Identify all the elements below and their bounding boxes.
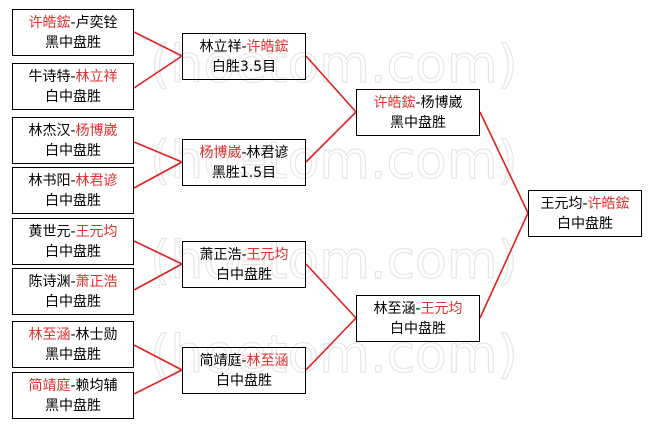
- watermark-text: (hoetom.com): [150, 131, 518, 191]
- player-left: 林至涵: [28, 326, 71, 343]
- match-players: 简靖庭-林至涵: [199, 352, 289, 369]
- player-left: 杨博崴: [199, 144, 242, 161]
- match-players: 许皓鋐-杨博崴: [373, 94, 463, 111]
- match-box: 王元均-许皓鋐 白中盘胜: [528, 190, 642, 237]
- match-result: 黑中盘胜: [45, 397, 101, 414]
- connector-line: [305, 263, 357, 319]
- watermark-text: (hoetom.com): [150, 35, 518, 95]
- match-result: 白中盘胜: [45, 192, 101, 209]
- player-right: 杨博崴: [75, 122, 118, 139]
- player-right: 许皓鋐: [246, 38, 289, 55]
- player-right: 林至涵: [246, 352, 289, 369]
- match-result: 黑胜1.5目: [211, 164, 277, 181]
- match-box: 简靖庭-赖均辅 黑中盘胜: [12, 372, 134, 419]
- match-result: 白中盘胜: [216, 266, 272, 283]
- match-box: 林至涵-林士勋 黑中盘胜: [12, 321, 134, 368]
- player-right: 林君谚: [246, 144, 289, 161]
- player-left: 王元均: [540, 195, 583, 212]
- match-box: 陈诗渊-萧正浩 白中盘胜: [12, 268, 134, 315]
- match-players: 林至涵-王元均: [373, 300, 463, 317]
- connector-line: [133, 263, 183, 291]
- watermark-text: (hoetom.com): [150, 325, 518, 385]
- match-box: 萧正浩-王元均 白中盘胜: [182, 241, 306, 288]
- player-left: 许皓鋐: [373, 94, 416, 111]
- connector-line: [133, 55, 183, 89]
- player-right: 王元均: [75, 223, 118, 240]
- match-box: 林至涵-王元均 白中盘胜: [356, 295, 480, 342]
- match-players: 林至涵-林士勋: [28, 326, 118, 343]
- connector-line: [479, 111, 529, 214]
- match-players: 林书阳-林君谚: [28, 172, 118, 189]
- connector-line: [305, 55, 357, 113]
- match-players: 许皓鋐-卢奕铨: [28, 14, 118, 31]
- player-right: 王元均: [420, 300, 463, 317]
- match-players: 牛诗特-林立祥: [28, 68, 118, 85]
- connector-line: [479, 212, 529, 319]
- connector-line: [305, 317, 357, 371]
- match-result: 白中盘胜: [216, 372, 272, 389]
- player-right: 萧正浩: [75, 273, 118, 290]
- player-left: 林至涵: [373, 300, 416, 317]
- match-players: 杨博崴-林君谚: [199, 144, 289, 161]
- watermark-text: (hoetom.com): [150, 231, 518, 291]
- player-left: 萧正浩: [199, 246, 242, 263]
- match-players: 王元均-许皓鋐: [540, 195, 630, 212]
- match-box: 黄世元-王元均 白中盘胜: [12, 218, 134, 265]
- match-result: 黑中盘胜: [45, 34, 101, 51]
- match-box: 许皓鋐-杨博崴 黑中盘胜: [356, 89, 480, 136]
- player-right: 王元均: [246, 246, 289, 263]
- player-right: 许皓鋐: [587, 195, 630, 212]
- match-result: 白中盘胜: [45, 88, 101, 105]
- match-players: 陈诗渊-萧正浩: [28, 273, 118, 290]
- match-players: 黄世元-王元均: [28, 223, 118, 240]
- match-result: 黑中盘胜: [390, 114, 446, 131]
- match-box: 林立祥-许皓鋐 白胜3.5目: [182, 33, 306, 80]
- match-box: 林书阳-林君谚 白中盘胜: [12, 167, 134, 214]
- connector-line: [133, 141, 183, 163]
- player-left: 许皓鋐: [28, 14, 71, 31]
- player-right: 杨博崴: [420, 94, 463, 111]
- player-left: 陈诗渊: [28, 273, 71, 290]
- match-box: 许皓鋐-卢奕铨 黑中盘胜: [12, 9, 134, 56]
- match-result: 白中盘胜: [45, 243, 101, 260]
- connector-line: [133, 344, 183, 371]
- match-result: 白中盘胜: [45, 293, 101, 310]
- connector-line: [133, 240, 183, 265]
- player-right: 林君谚: [75, 172, 118, 189]
- match-box: 杨博崴-林君谚 黑胜1.5目: [182, 139, 306, 186]
- player-right: 赖均辅: [75, 377, 118, 394]
- connector-line: [305, 111, 357, 163]
- match-players: 简靖庭-赖均辅: [28, 377, 118, 394]
- match-result: 白胜3.5目: [211, 58, 277, 75]
- match-result: 白中盘胜: [45, 142, 101, 159]
- player-left: 林立祥: [199, 38, 242, 55]
- player-right: 林立祥: [75, 68, 118, 85]
- match-players: 林杰汉-杨博崴: [28, 122, 118, 139]
- match-box: 林杰汉-杨博崴 白中盘胜: [12, 117, 134, 164]
- connector-line: [133, 369, 183, 395]
- player-left: 黄世元: [28, 223, 71, 240]
- connector-line: [133, 31, 183, 57]
- player-left: 林杰汉: [28, 122, 71, 139]
- connector-line: [133, 161, 183, 189]
- player-right: 林士勋: [75, 326, 118, 343]
- match-result: 白中盘胜: [557, 215, 613, 232]
- match-result: 白中盘胜: [390, 320, 446, 337]
- player-left: 简靖庭: [199, 352, 242, 369]
- match-players: 林立祥-许皓鋐: [199, 38, 289, 55]
- match-result: 黑中盘胜: [45, 346, 101, 363]
- player-right: 卢奕铨: [75, 14, 118, 31]
- match-players: 萧正浩-王元均: [199, 246, 289, 263]
- match-box: 简靖庭-林至涵 白中盘胜: [182, 347, 306, 394]
- player-left: 林书阳: [28, 172, 71, 189]
- match-box: 牛诗特-林立祥 白中盘胜: [12, 63, 134, 110]
- player-left: 牛诗特: [28, 68, 71, 85]
- player-left: 简靖庭: [28, 377, 71, 394]
